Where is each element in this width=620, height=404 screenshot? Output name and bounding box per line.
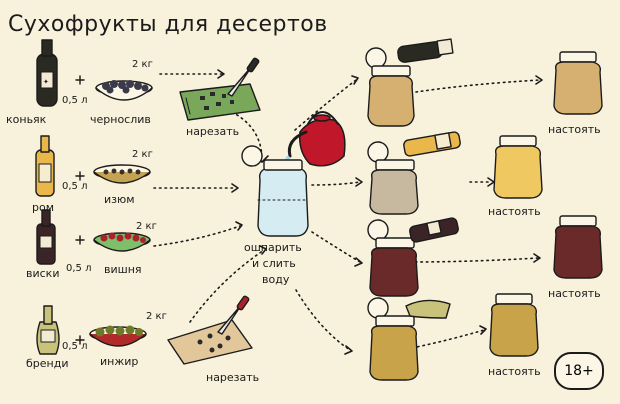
jar-icon — [493, 135, 543, 199]
arrow-heads — [217, 69, 543, 355]
fruit-label-raisin: изюм — [104, 193, 135, 206]
plus-icon — [75, 335, 85, 345]
arrow-r4-to-final4 — [411, 329, 485, 349]
bowl-icon — [95, 80, 153, 101]
step-water-label: воду — [262, 273, 290, 286]
cognac-bottle-icon: ✦ — [36, 39, 58, 107]
cutting-board-icon — [179, 83, 261, 121]
drink-label-brandy: бренди — [26, 357, 69, 370]
jar-icon — [367, 219, 419, 297]
plus-icon — [75, 235, 85, 245]
jar-icon — [241, 145, 309, 237]
drink-label-cognac: коньяк — [6, 113, 47, 126]
bowl-icon — [93, 164, 151, 184]
infuse-label: настоять — [548, 287, 601, 300]
step-drain-label: и слить — [252, 257, 296, 270]
infuse-label: настоять — [488, 365, 541, 378]
weight-label: 2 кг — [136, 221, 157, 232]
cutting-board-icon — [167, 319, 253, 365]
svg-text:✦: ✦ — [43, 78, 49, 86]
pouring-bottle-icon — [397, 38, 454, 63]
weight-label: 2 кг — [146, 311, 167, 322]
step-cut-label: нарезать — [206, 371, 260, 384]
jar-icon — [553, 215, 603, 279]
volume-label: 0,5 л — [62, 95, 88, 106]
volume-label: 0,5 л — [66, 263, 92, 274]
fruit-label-fig: инжир — [100, 355, 139, 368]
jar-icon — [553, 51, 603, 115]
knife-icon — [227, 57, 260, 97]
jar-icon — [367, 141, 419, 215]
step-cut-label: нарезать — [186, 125, 240, 138]
age-badge: 18+ — [554, 352, 604, 390]
weight-label: 2 кг — [132, 59, 153, 70]
pouring-bottle-icon — [405, 299, 451, 319]
pouring-bottle-icon — [403, 131, 461, 157]
volume-label: 0,5 л — [62, 181, 88, 192]
bowl-icon — [89, 325, 147, 347]
weight-label: 2 кг — [132, 149, 153, 160]
arrow-board2-to-jar — [189, 249, 265, 323]
volume-label: 0,5 л — [62, 341, 88, 352]
arrow-bowl3-to-jar — [153, 225, 241, 247]
arrow-jar-to-right3 — [311, 231, 361, 263]
drink-label-whisky: виски — [26, 267, 60, 280]
arrow-r3-to-final3 — [409, 257, 539, 263]
rum-bottle-icon — [35, 135, 55, 197]
pouring-bottle-icon — [409, 217, 459, 243]
arrow-jar-to-right2 — [311, 181, 361, 186]
arrow-jar-to-right1 — [294, 79, 357, 131]
plus-icon — [75, 75, 85, 85]
jar-icon — [365, 47, 415, 127]
kettle-icon — [287, 111, 346, 167]
fruit-label-cherry: вишня — [104, 263, 142, 276]
page-title: Сухофрукты для десертов — [8, 12, 328, 37]
infuse-label: настоять — [548, 123, 601, 136]
arrow-jar-to-right4 — [295, 289, 351, 351]
knife-icon — [217, 295, 250, 335]
arrow-r1-to-final1 — [415, 79, 541, 93]
brandy-bottle-icon — [36, 305, 60, 355]
step-scald-label: ошпарить — [244, 241, 302, 254]
plus-icon — [75, 171, 85, 181]
fruit-label-prune: чернослив — [90, 113, 151, 126]
jar-icon — [489, 293, 539, 357]
infuse-label: настоять — [488, 205, 541, 218]
drink-label-rum: ром — [32, 201, 55, 214]
jar-icon — [367, 297, 419, 381]
whisky-bottle-icon — [36, 209, 56, 265]
bowl-icon — [93, 232, 151, 252]
